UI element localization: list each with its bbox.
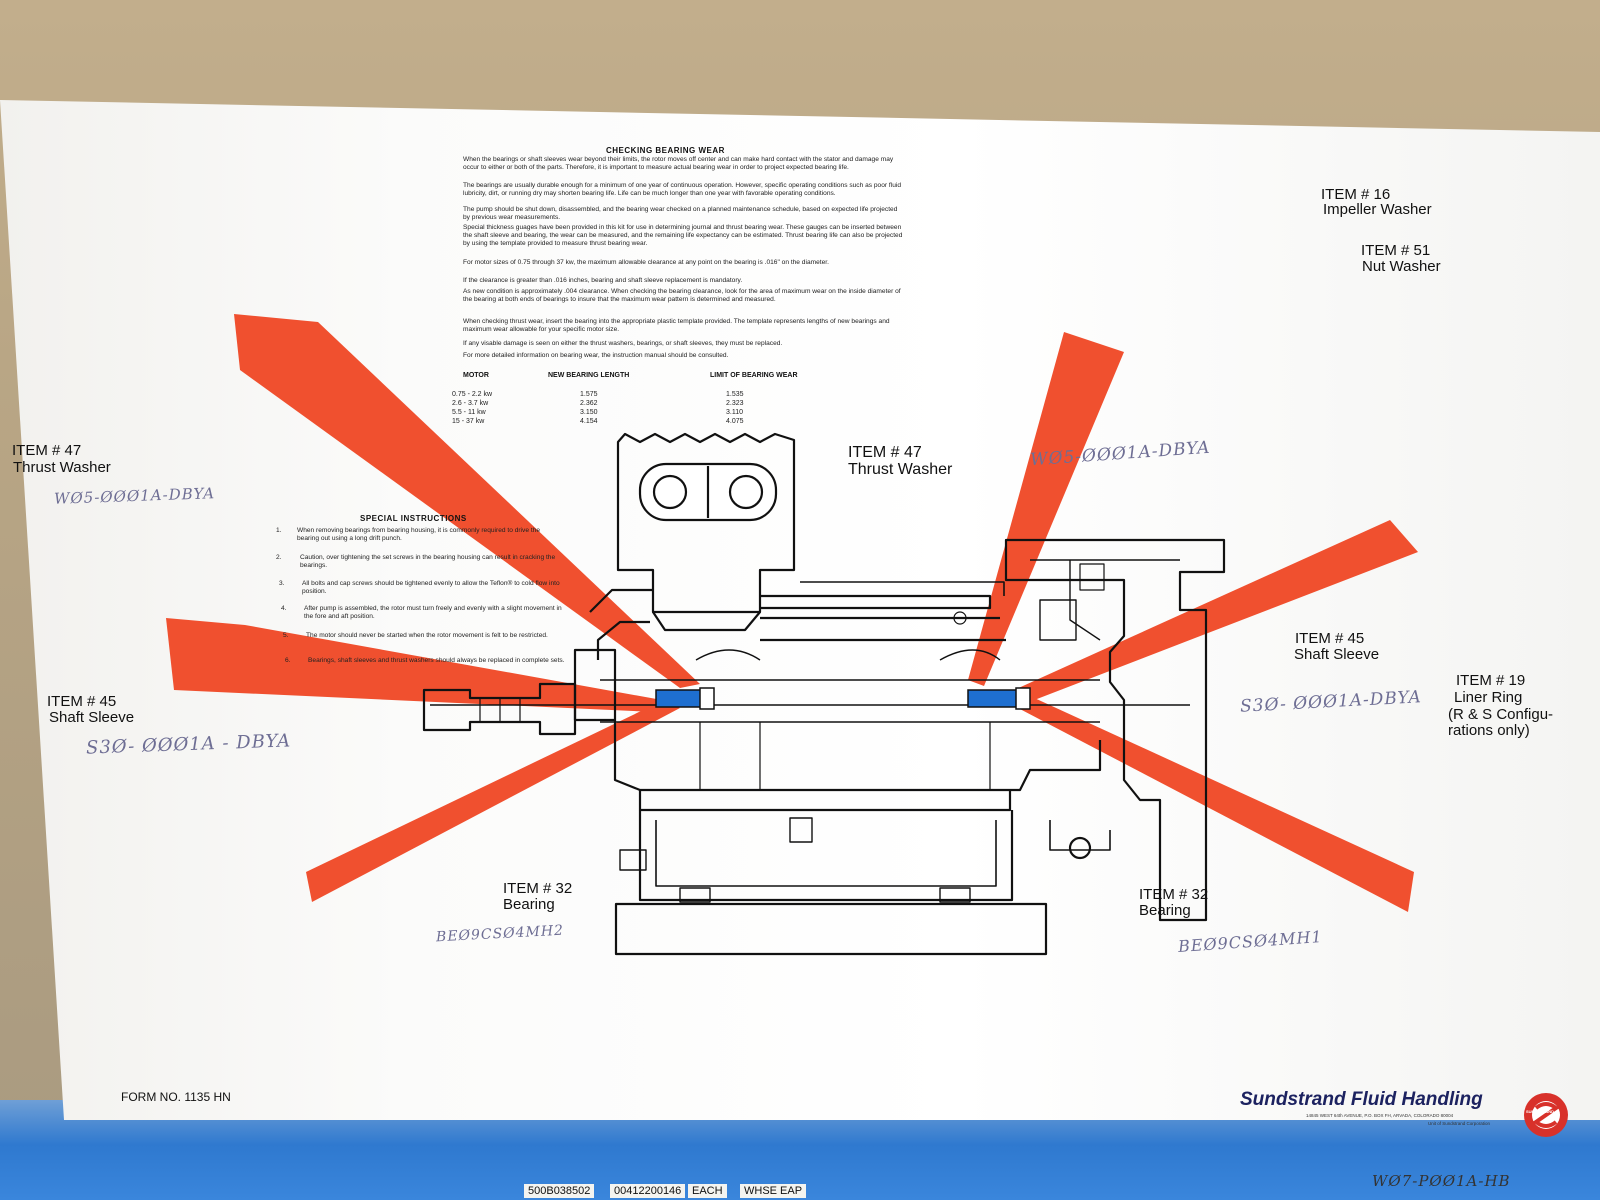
item19-note-1: (R & S Configu- <box>1448 706 1554 723</box>
table-cell: 0.75 - 2.2 kw <box>452 391 493 398</box>
wear-para-2: The bearings are usually durable enough … <box>463 182 902 197</box>
table-cell: 2.323 <box>726 400 744 407</box>
item16-name: Impeller Washer <box>1323 201 1432 218</box>
wedge-thrust-washer-left <box>234 314 700 688</box>
wedge-thrust-washer-center <box>968 332 1124 686</box>
table-cell: 4.154 <box>580 418 598 425</box>
wedge-shaft-sleeve-left <box>166 618 662 712</box>
table-cell: 1.575 <box>580 391 598 398</box>
special-item: Bearings, shaft sleeves and thrust washe… <box>308 657 565 664</box>
special-item: When removing bearings from bearing hous… <box>297 527 540 542</box>
table-header-new-length: NEW BEARING LENGTH <box>548 372 630 379</box>
wedge-shaft-sleeve-right <box>1014 520 1418 704</box>
item47-left-number: ITEM # 47 <box>12 442 82 459</box>
base-plate <box>614 902 1048 956</box>
wedge-bearing-left <box>306 700 680 902</box>
table-cell: 2.6 - 3.7 kw <box>452 400 489 407</box>
wear-para-8: For more detailed information on bearing… <box>463 352 729 359</box>
special-item: After pump is assembled, the rotor must … <box>304 605 562 620</box>
wear-para-1: When the bearings or shaft sleeves wear … <box>463 156 894 171</box>
item16-number: ITEM # 16 <box>1321 186 1391 203</box>
logo-text: SUNDSTRAND <box>1526 1109 1554 1114</box>
pump-line-art <box>422 432 1226 956</box>
wear-bullet-1: If the clearance is greater than .016 in… <box>463 277 743 284</box>
item45-left-name: Shaft Sleeve <box>49 709 135 726</box>
item45-right-number: ITEM # 45 <box>1295 630 1365 647</box>
table-cell: 1.535 <box>726 391 744 398</box>
table-cell: 2.362 <box>580 400 598 407</box>
item32-left-name: Bearing <box>503 896 555 913</box>
special-num: 3. <box>279 580 285 587</box>
bottom-tag-unit: EACH <box>688 1184 727 1198</box>
wear-para-7: If any visable damage is seen on either … <box>463 340 783 347</box>
special-num: 6. <box>285 657 291 664</box>
item47-center-name: Thrust Washer <box>848 461 953 478</box>
bottom-tag-part: 500B038502 <box>524 1184 595 1198</box>
wear-para-5: For motor sizes of 0.75 through 37 kw, t… <box>463 259 829 266</box>
wear-para-3: The pump should be shut down, disassembl… <box>463 206 898 221</box>
item32-right-number: ITEM # 32 <box>1139 886 1209 903</box>
terminal-box <box>616 432 796 614</box>
table-cell: 15 - 37 kw <box>452 418 485 425</box>
special-num: 1. <box>276 527 282 534</box>
item51-name: Nut Washer <box>1362 258 1441 275</box>
item47-left-name: Thrust Washer <box>13 459 111 476</box>
special-num: 4. <box>281 605 287 612</box>
table-cell: 5.5 - 11 kw <box>452 409 486 416</box>
sundstrand-logo <box>1524 1093 1568 1137</box>
bottom-tag-whse: WHSE EAP <box>740 1184 807 1198</box>
item51-number: ITEM # 51 <box>1361 242 1431 259</box>
item19-note-2: rations only) <box>1448 722 1530 739</box>
special-item: Caution, over tightening the set screws … <box>300 554 556 569</box>
special-instructions-heading: SPECIAL INSTRUCTIONS <box>360 514 467 523</box>
bearings <box>655 687 1031 710</box>
special-num: 5. <box>283 632 289 639</box>
item32-left-number: ITEM # 32 <box>503 880 573 897</box>
pump-casing <box>1004 538 1226 922</box>
bottom-tag-code: 00412200146 <box>610 1184 686 1198</box>
brand-name: Sundstrand Fluid Handling <box>1240 1089 1483 1110</box>
special-num: 2. <box>276 554 282 561</box>
item19-number: ITEM # 19 <box>1456 672 1526 689</box>
brand-address: 14845 WEST 64th AVENUE, P.O. BOX FH, ARV… <box>1306 1113 1454 1118</box>
special-item: All bolts and cap screws should be tight… <box>302 580 560 595</box>
item19-name: Liner Ring <box>1454 689 1523 706</box>
table-header-motor: MOTOR <box>463 372 489 379</box>
motor-stand <box>638 810 1014 902</box>
callout-wedges <box>166 314 1418 912</box>
poster-sheet <box>0 100 1600 1120</box>
bottom-right-handwritten: WØ7-PØØ1A-HB <box>1372 1172 1511 1190</box>
wear-bullet-2: As new condition is approximately .004 c… <box>463 288 901 303</box>
shaft-end-left <box>422 682 577 736</box>
brand-corp: Unit of Sundstrand Corporation <box>1428 1121 1491 1126</box>
table-header-limit: LIMIT OF BEARING WEAR <box>710 372 798 379</box>
checking-wear-heading: CHECKING BEARING WEAR <box>606 146 725 155</box>
item45-right-name: Shaft Sleeve <box>1294 646 1380 663</box>
motor-housing-top <box>760 594 992 610</box>
table-cell: 4.075 <box>726 418 744 425</box>
table-cell: 3.110 <box>726 409 743 416</box>
motor-housing-lower <box>613 720 1102 792</box>
table-cell: 3.150 <box>580 409 598 416</box>
wear-para-4: Special thickness guages have been provi… <box>463 224 903 247</box>
wedge-bearing-right <box>1018 696 1414 912</box>
item45-left-number: ITEM # 45 <box>47 693 117 710</box>
item32-right-name: Bearing <box>1139 902 1191 919</box>
wear-para-6: When checking thrust wear, insert the be… <box>463 318 890 333</box>
form-number: FORM NO. 1135 HN <box>121 1090 231 1104</box>
item47-center-number: ITEM # 47 <box>848 444 922 461</box>
special-item: The motor should never be started when t… <box>306 632 548 639</box>
